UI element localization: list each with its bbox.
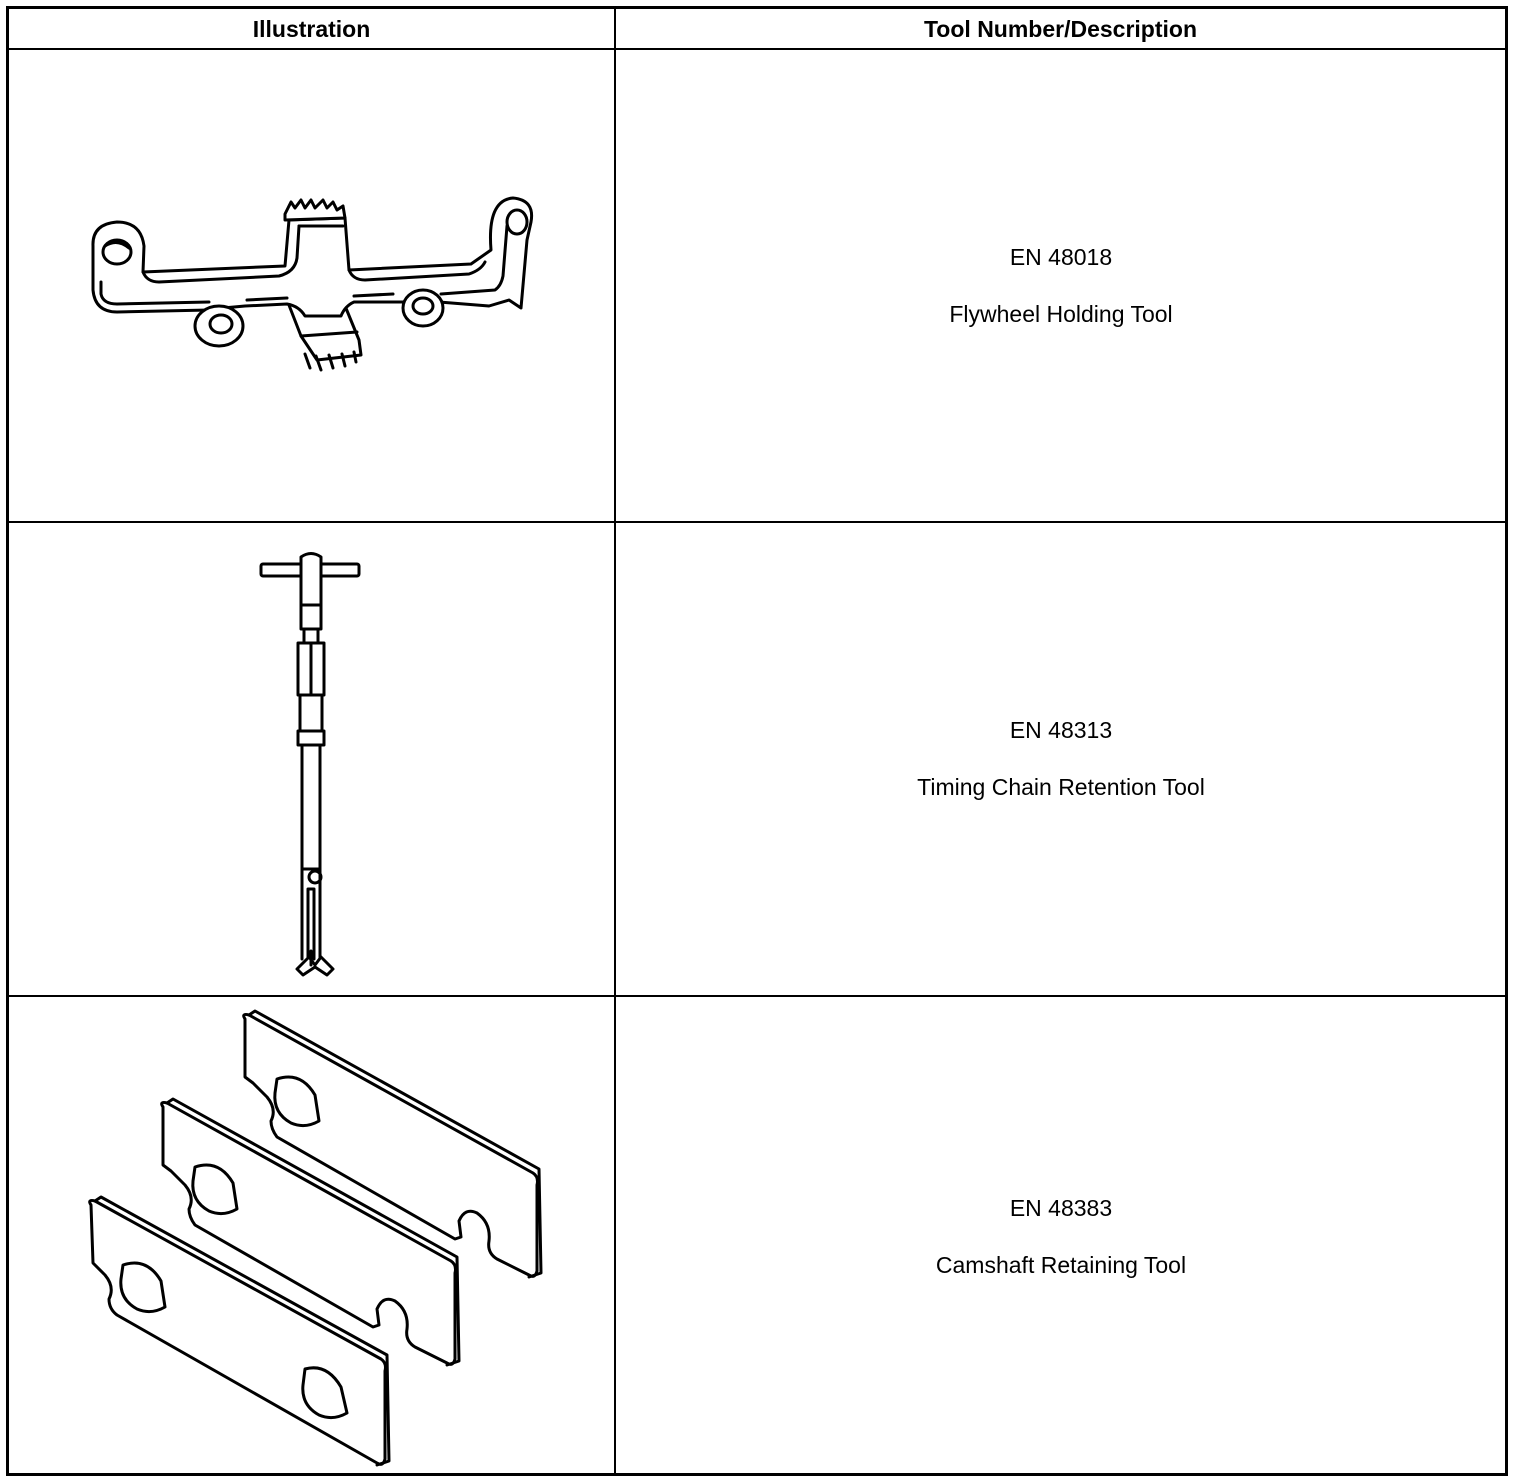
row-divider: [9, 521, 1505, 523]
tool-number: EN 48313: [1009, 717, 1113, 743]
tool-description-cell: EN 48383 Camshaft Retaining Tool: [617, 997, 1505, 1476]
illustration-cell: [9, 523, 616, 995]
illustration-cell: [9, 50, 616, 521]
tool-number: EN 48383: [1009, 1194, 1113, 1221]
illustration-cell: [9, 997, 616, 1476]
tool-table: Illustration Tool Number/Description: [6, 6, 1508, 1476]
tool-description: Timing Chain Retention Tool: [917, 774, 1205, 800]
column-divider: [614, 9, 616, 1473]
header-divider: [9, 48, 1505, 50]
timing-chain-retention-tool-icon: [259, 552, 361, 977]
camshaft-retaining-tool-icon: [88, 1009, 543, 1467]
tool-description-cell: EN 48313 Timing Chain Retention Tool: [617, 523, 1505, 995]
row-divider: [9, 995, 1505, 997]
header-tool-description: Tool Number/Description: [923, 16, 1198, 42]
tool-number: EN 48018: [1009, 243, 1113, 270]
tool-description-cell: EN 48018 Flywheel Holding Tool: [617, 50, 1505, 521]
tool-description: Flywheel Holding Tool: [949, 300, 1173, 327]
header-illustration: Illustration: [252, 16, 371, 42]
tool-description: Camshaft Retaining Tool: [935, 1251, 1187, 1278]
flywheel-holding-tool-icon: [91, 196, 534, 372]
